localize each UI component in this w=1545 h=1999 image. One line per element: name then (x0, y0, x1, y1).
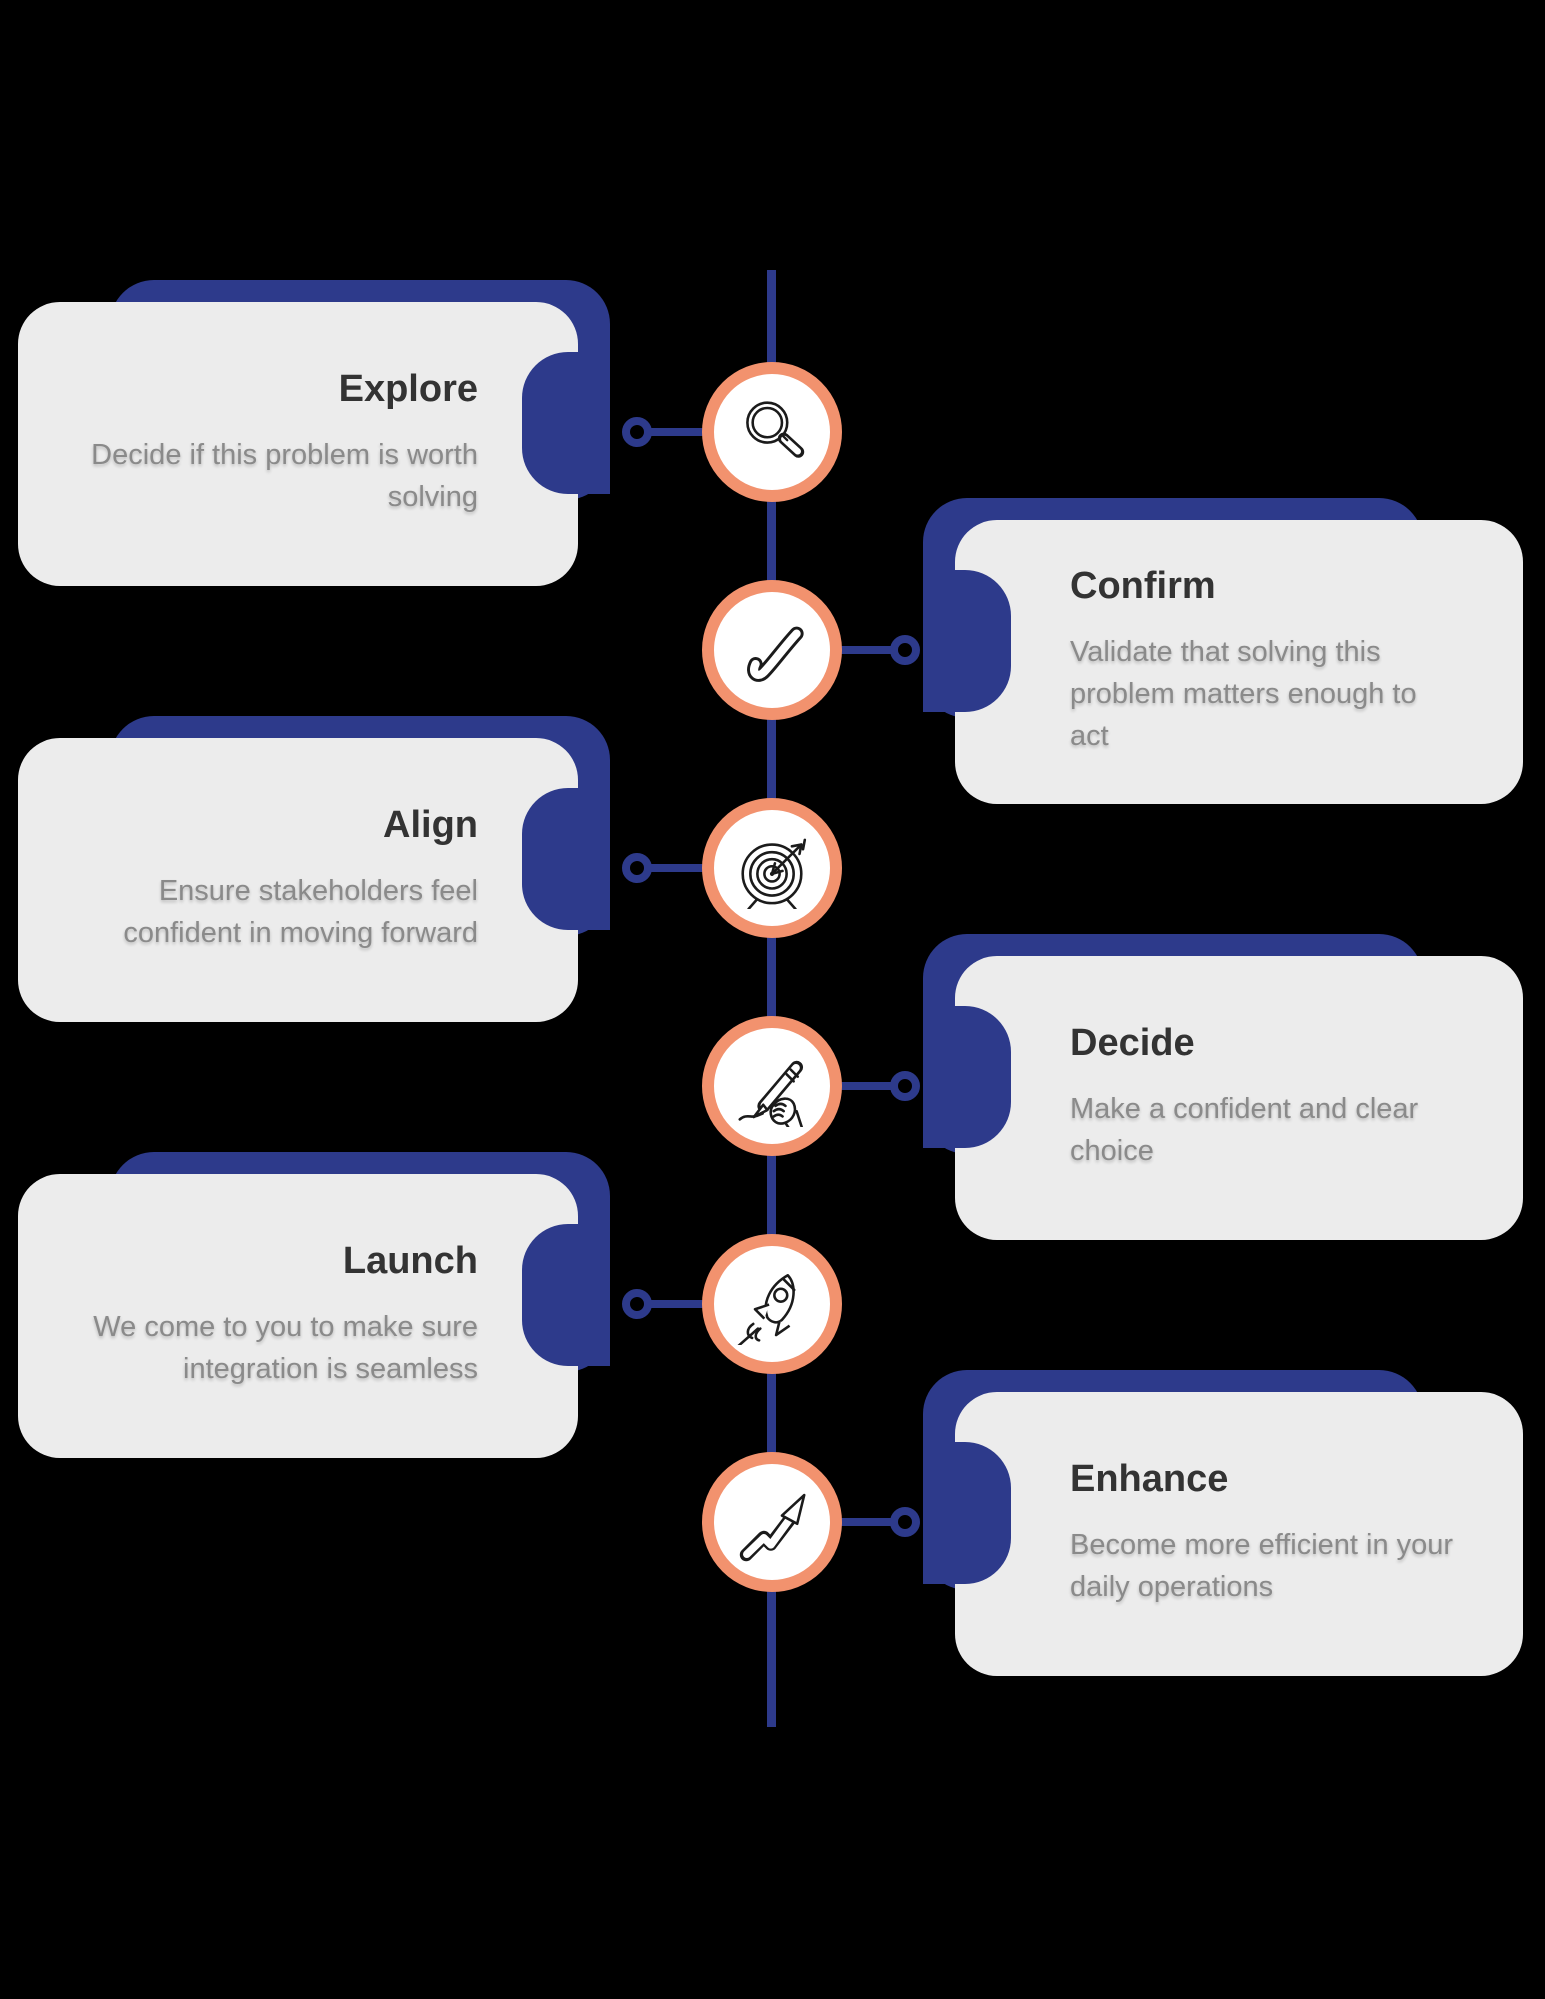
connector-dot (622, 1289, 652, 1319)
connector-line (650, 1300, 707, 1308)
step-body-line: solving (387, 481, 478, 513)
step-body-line: Decide if this problem is worth (91, 439, 478, 471)
connector-dot (890, 1071, 920, 1101)
step-card: Enhance Become more efficient in your da… (955, 1392, 1523, 1676)
connector-dot (622, 853, 652, 883)
connector-line (650, 864, 707, 872)
connector-dot (890, 635, 920, 665)
card-shadow (923, 1370, 1423, 1590)
timeline-line (767, 270, 776, 1727)
step-body-line: confident in moving forward (123, 917, 478, 949)
step-card: Launch We come to you to make sure integ… (18, 1174, 578, 1458)
step-body-line: problem matters enough to (1070, 678, 1417, 710)
step-body: Validate that solving this problem matte… (1070, 631, 1417, 757)
step-card: Explore Decide if this problem is worth … (18, 302, 578, 586)
step-card: Align Ensure stakeholders feel confident… (18, 738, 578, 1022)
step-body-line: act (1070, 720, 1109, 752)
step-tab (923, 1442, 1011, 1584)
step-card: Decide Make a confident and clear choice (955, 956, 1523, 1240)
step-body-line: Make a confident and clear (1070, 1093, 1419, 1125)
card-shadow (110, 280, 610, 500)
step-tab (923, 570, 1011, 712)
step-body: Decide if this problem is worth solving (91, 434, 478, 518)
step-body-line: integration is seamless (183, 1353, 478, 1385)
connector-line (838, 1082, 892, 1090)
card-shadow (110, 716, 610, 936)
step-title: Explore (338, 368, 478, 410)
step-body: Ensure stakeholders feel confident in mo… (123, 870, 478, 954)
step-title: Align (383, 804, 478, 846)
connector-dot (890, 1507, 920, 1537)
step-body: Become more efficient in your daily oper… (1070, 1524, 1453, 1608)
step-tab (522, 788, 610, 930)
step-tab (923, 1006, 1011, 1148)
step-body-line: Become more efficient in your (1070, 1529, 1454, 1561)
connector-dot (622, 417, 652, 447)
step-title: Launch (342, 1240, 478, 1282)
step-tab (522, 1224, 610, 1366)
step-body: Make a confident and clear choice (1070, 1088, 1418, 1172)
connector-line (838, 1518, 892, 1526)
step-body-line: Ensure stakeholders feel (158, 875, 478, 907)
step-card: Confirm Validate that solving this probl… (955, 520, 1523, 804)
step-tab (522, 352, 610, 494)
step-body-line: Validate that solving this (1070, 636, 1381, 668)
card-shadow (923, 498, 1423, 718)
card-shadow (923, 934, 1423, 1154)
step-body-line: We come to you to make sure (93, 1311, 478, 1343)
step-body: We come to you to make sure integration … (93, 1306, 478, 1390)
card-shadow (110, 1152, 610, 1372)
step-title: Decide (1070, 1022, 1195, 1064)
step-body-line: choice (1070, 1135, 1154, 1167)
step-title: Confirm (1070, 565, 1216, 607)
connector-line (650, 428, 707, 436)
step-title: Enhance (1070, 1458, 1229, 1500)
connector-line (838, 646, 892, 654)
step-body-line: daily operations (1070, 1571, 1274, 1603)
